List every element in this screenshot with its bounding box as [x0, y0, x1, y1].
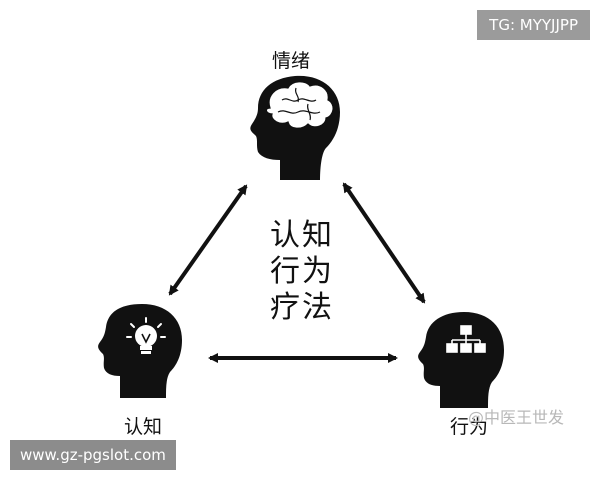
flowchart-icon [446, 325, 486, 353]
url-badge[interactable]: www.gz-pgslot.com [10, 440, 176, 470]
emotion-label: 情绪 [272, 50, 311, 72]
arrow-emotion-cognition [168, 184, 248, 296]
center-title: 认知 行为 疗法 [262, 218, 342, 326]
lightbulb-icon [126, 317, 166, 354]
center-line-3: 疗法 [270, 290, 334, 325]
arrow-emotion-behavior [342, 182, 426, 304]
center-line-1: 认知 [270, 218, 334, 253]
behavior-head-icon [418, 312, 504, 408]
cognition-head-icon [98, 304, 182, 398]
behavior-label: 行为 [450, 416, 489, 438]
tag-badge: TG: MYYJJPP [477, 10, 590, 40]
cognition-label: 认知 [124, 416, 163, 438]
center-line-2: 行为 [270, 254, 334, 289]
watermark-text: @中医王世发 [468, 408, 565, 427]
brain-icon [265, 81, 334, 129]
